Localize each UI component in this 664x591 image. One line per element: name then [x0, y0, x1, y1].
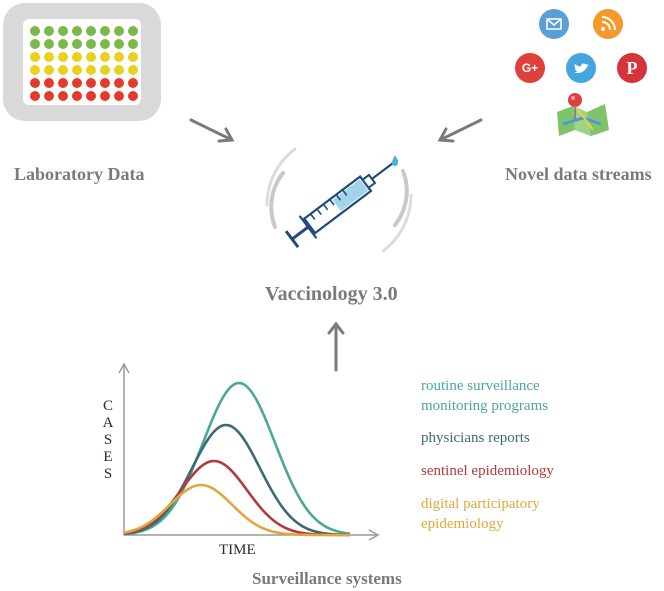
plate-well	[72, 91, 82, 101]
plate-well	[30, 65, 40, 75]
y-axis-arrow-icon	[118, 362, 130, 374]
plate-well	[72, 26, 82, 36]
plate-well	[128, 78, 138, 88]
legend-item-routine: routine surveillance monitoring programs	[421, 378, 549, 414]
y-axis-letter: C	[102, 398, 113, 414]
plate-well	[114, 78, 124, 88]
plate-well	[58, 91, 68, 101]
plate-well	[128, 52, 138, 62]
plate-well	[114, 39, 124, 49]
laboratory-plate-icon	[3, 3, 161, 121]
plate-well	[44, 26, 54, 36]
x-axis-arrow-icon	[368, 529, 380, 541]
surveillance-systems-label: Surveillance systems	[252, 569, 402, 588]
plate-well	[58, 78, 68, 88]
plate-well	[86, 52, 96, 62]
y-axis-letter: A	[102, 415, 114, 431]
routine-curve	[123, 381, 351, 536]
plate-well	[114, 91, 124, 101]
y-axis-letter: E	[103, 449, 113, 465]
plate-well	[58, 26, 68, 36]
legend-item-sentinel: sentinel epidemiology	[421, 463, 554, 479]
x-axis-label: TIME	[219, 542, 256, 558]
vaccinology-label: Vaccinology 3.0	[265, 283, 398, 305]
plate-well	[30, 78, 40, 88]
mail-icon	[539, 9, 569, 39]
syringe-icon	[265, 147, 413, 253]
y-axis-letter: S	[103, 466, 113, 482]
plate-well	[30, 26, 40, 36]
plate-well	[100, 65, 110, 75]
plate-well	[86, 39, 96, 49]
plate-well	[86, 26, 96, 36]
plate-well	[100, 26, 110, 36]
arrow-from-novel-icon	[437, 118, 483, 143]
plate-well	[86, 91, 96, 101]
plate-well	[114, 65, 124, 75]
digital-curve	[123, 483, 350, 537]
plate-well	[128, 65, 138, 75]
plate-well	[58, 65, 68, 75]
plate-well	[44, 78, 54, 88]
arrow-from-surveillance-icon	[327, 321, 345, 372]
google-plus-icon: G+	[515, 53, 545, 83]
plate-well	[72, 78, 82, 88]
plate-well	[100, 39, 110, 49]
arrow-from-lab-icon	[189, 118, 235, 143]
y-axis-letter: S	[103, 432, 113, 448]
map-pin-icon	[553, 90, 611, 140]
plate-well	[30, 52, 40, 62]
legend-item-digital: digital participatory epidemiology	[421, 496, 540, 532]
plate-well	[30, 39, 40, 49]
plate-well	[86, 65, 96, 75]
plate-well	[58, 39, 68, 49]
plate-well	[114, 26, 124, 36]
plate-well	[128, 91, 138, 101]
twitter-icon	[566, 53, 596, 83]
plate-well	[128, 39, 138, 49]
plate-well	[72, 39, 82, 49]
plate-well	[72, 52, 82, 62]
plate-well	[100, 52, 110, 62]
plate-well	[114, 52, 124, 62]
plate-well	[44, 91, 54, 101]
legend-item-physicians: physicians reports	[421, 430, 530, 446]
y-axis-label: C A S E S	[101, 398, 115, 483]
plate-well	[30, 91, 40, 101]
plate-well	[44, 52, 54, 62]
plate-well	[58, 52, 68, 62]
legend: routine surveillance monitoring programs…	[421, 376, 554, 534]
laboratory-data-label: Laboratory Data	[14, 164, 145, 184]
rss-icon	[593, 9, 623, 39]
surveillance-chart	[118, 362, 380, 541]
plate-well	[44, 65, 54, 75]
plate-well	[86, 78, 96, 88]
plate-well	[100, 78, 110, 88]
plate-well	[128, 26, 138, 36]
plate-well	[100, 91, 110, 101]
physicians-curve	[123, 423, 351, 537]
plate-well	[72, 65, 82, 75]
pinterest-icon: P	[617, 53, 647, 83]
plate-well	[44, 39, 54, 49]
novel-data-streams-label: Novel data streams	[505, 164, 652, 184]
